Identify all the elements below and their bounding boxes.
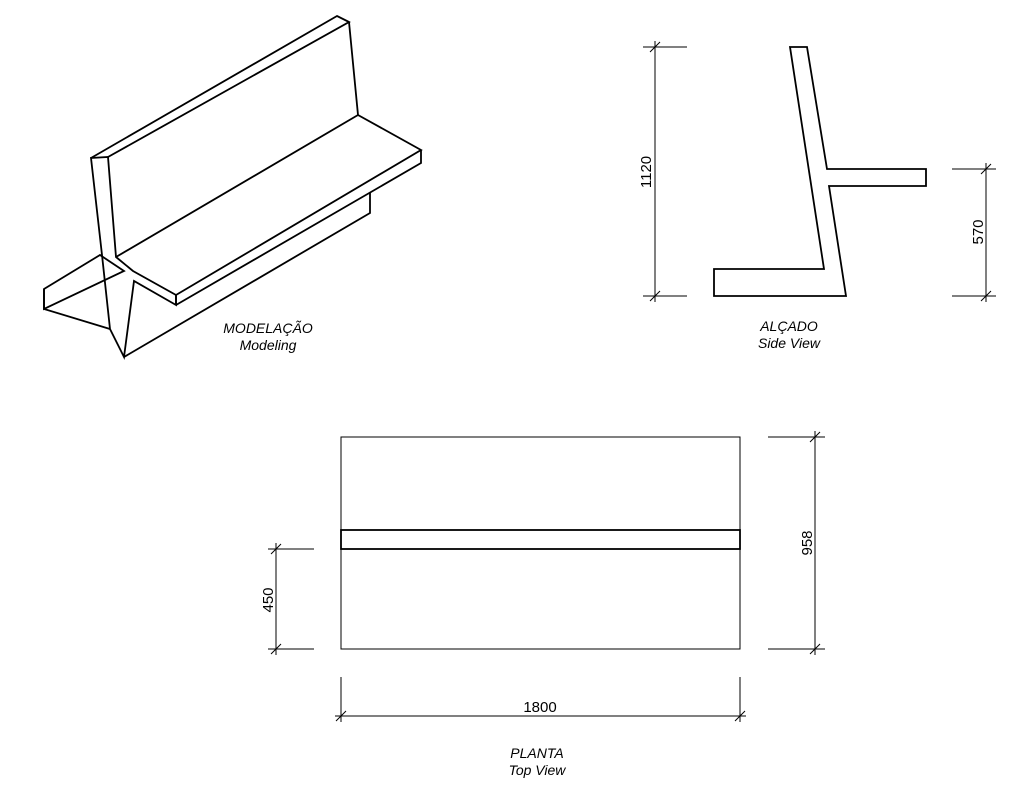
backrest-corner — [336, 15, 350, 23]
dim-label-958: 958 — [799, 530, 816, 555]
top-backrest — [340, 529, 741, 550]
side-view-drawing: 1120 570 — [638, 41, 996, 302]
top-view-drawing: 958 450 1800 — [260, 431, 825, 722]
caption-title: MODELAÇÃO — [223, 320, 313, 336]
dim-label-570: 570 — [970, 219, 987, 244]
caption-subtitle: Modeling — [239, 337, 297, 353]
backrest-right-edge — [348, 21, 359, 116]
dim-tick — [809, 431, 821, 443]
dim-tick — [335, 710, 347, 722]
caption-title: PLANTA — [510, 745, 564, 761]
isometric-bench-model — [43, 14, 423, 361]
side-profile — [713, 46, 927, 297]
top-outline — [340, 436, 741, 650]
caption-subtitle: Side View — [757, 335, 820, 351]
dim-tick — [649, 41, 661, 53]
caption-side-view: ALÇADO Side View — [709, 318, 869, 352]
dim-tick — [734, 710, 746, 722]
dim-tick — [649, 290, 661, 302]
seat-front-edge — [175, 150, 422, 306]
caption-modeling: MODELAÇÃO Modeling — [188, 320, 348, 354]
dim-tick — [980, 163, 992, 175]
dim-tick — [980, 290, 992, 302]
caption-top-view: PLANTA Top View — [457, 745, 617, 779]
seat-top-surface — [115, 113, 423, 296]
caption-subtitle: Top View — [508, 762, 566, 778]
dim-label-1120: 1120 — [638, 156, 655, 188]
caption-title: ALÇADO — [760, 318, 818, 334]
backrest-top-edge — [90, 14, 351, 159]
base-slab-front-long — [123, 193, 371, 358]
dim-tick — [809, 643, 821, 655]
dim-label-450: 450 — [260, 587, 277, 612]
base-slab-front-left — [43, 289, 111, 330]
dim-tick — [270, 643, 282, 655]
base-slab-top-left — [43, 253, 126, 311]
dim-tick — [270, 543, 282, 555]
dim-label-1800: 1800 — [523, 699, 556, 716]
